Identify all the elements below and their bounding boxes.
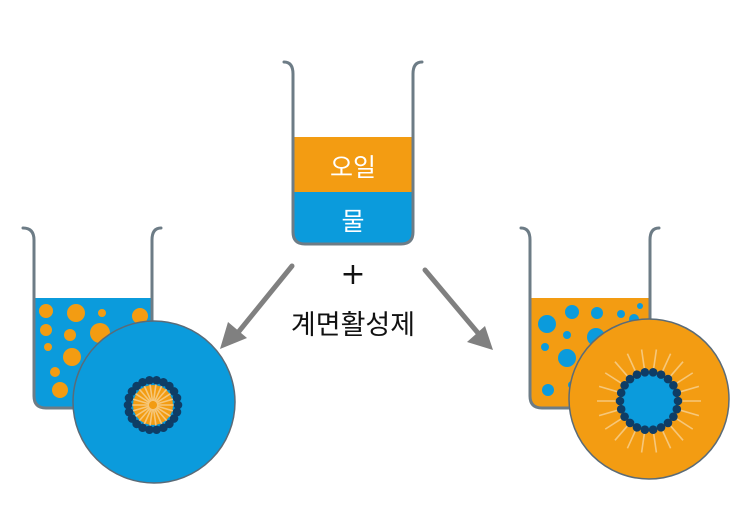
left-beaker [21,226,236,484]
water-droplet [637,303,643,309]
surfactant-head [632,423,642,432]
center-beaker-outline [282,60,424,246]
micelle-core [622,374,676,428]
surfactant-head [172,407,182,417]
surfactant-head [648,425,658,435]
oil-droplet [40,324,52,336]
surfactant-head [640,367,650,377]
water-layer [293,192,413,244]
water-droplet [538,315,556,333]
surfactant-head [625,374,635,384]
oil-droplet [67,304,85,322]
oil-droplet [44,343,52,351]
oil-label: 오일 [330,153,376,182]
water-droplet [617,310,625,318]
surfactant-head [616,404,626,414]
reverse-micelle-water-core [597,349,701,453]
surfactant-head [138,377,147,387]
surfactant-head [145,425,154,435]
water-label: 물 [341,207,364,236]
surfactant-head [124,407,134,417]
micelle-oil-core [123,375,183,435]
surfactant-head [152,425,161,435]
surfactant-head [656,370,666,379]
water-droplet [591,307,603,319]
surfactant-head [172,393,182,403]
surfactant-head [127,414,137,423]
surfactant-head [169,387,179,396]
oil-layer [293,137,413,192]
center-beaker: 오일 물 [282,60,424,246]
surfactant-head [663,374,673,384]
surfactant-head [615,396,625,406]
oil-droplet [50,367,60,377]
surfactant-head [672,404,682,414]
oil-droplet [39,304,53,318]
surfactant-head [625,418,635,428]
plus-sign: + [340,257,365,292]
surfactant-head [663,418,673,428]
oil-droplet [52,382,68,398]
surfactant-label: 계면활성제 [291,310,415,341]
oil-droplet [64,329,76,341]
arrow-right [422,267,493,350]
surfactant-head [672,388,682,398]
water-droplet [541,343,549,351]
water-droplet [565,305,579,319]
surfactant-head [620,381,629,390]
surfactant-head [152,375,161,385]
oil-droplet [132,308,148,324]
oil-droplet [63,348,81,366]
surfactant-head [123,400,133,410]
surfactant-head [632,370,642,379]
water-droplet [542,384,554,396]
surfactant-head [648,367,658,377]
surfactant-head [124,393,134,403]
surfactant-head [669,412,678,421]
surfactant-head [669,381,678,390]
surfactant-head [640,425,650,435]
water-droplet [563,331,571,339]
surfactant-head [173,400,183,410]
surfactant-head [656,423,666,432]
right-beaker [519,226,730,480]
water-droplet [558,349,576,367]
arrow-left [220,263,295,349]
micelle-core [133,385,173,425]
surfactant-head [620,412,629,421]
surfactant-head [673,396,683,406]
surfactant-head [145,375,154,385]
surfactant-head [616,388,626,398]
oil-droplet [98,309,106,317]
surfactant-head [159,423,168,433]
